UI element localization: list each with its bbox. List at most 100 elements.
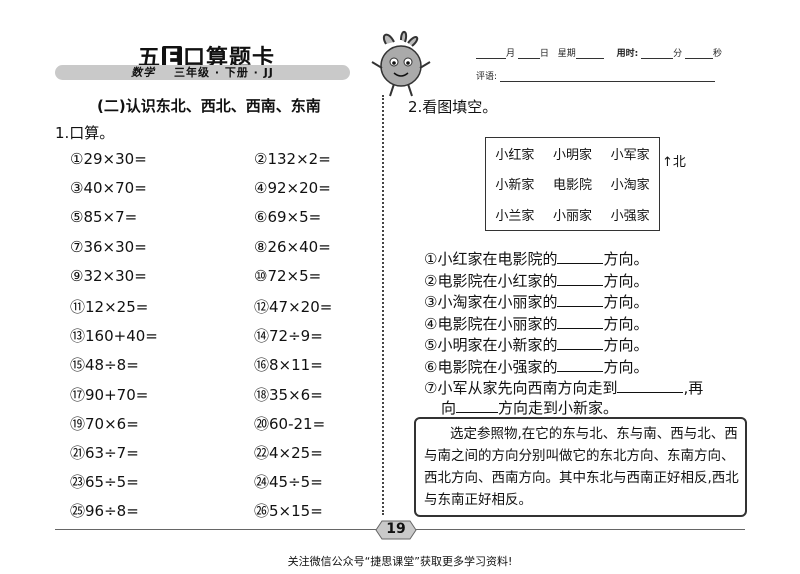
fill-prefix: ⑥电影院在小强家的 (424, 357, 558, 376)
minutes-label: 分 (673, 49, 683, 59)
page-number: 19 (386, 521, 406, 537)
fill-prefix: ②电影院在小红家的 (424, 271, 558, 290)
calc-problem: ⑤85×7= (70, 208, 138, 227)
fill-suffix: 方向。 (603, 271, 649, 290)
q7-line1: ⑦小军从家先向西南方向走到 ,再 (424, 377, 703, 398)
date-fields: 月 日 星期 用时: 分 秒 (476, 46, 722, 59)
north-arrow: ↑北 (662, 155, 686, 170)
fill-blank-item: ⑥电影院在小强家的 方向。 (424, 356, 648, 377)
fill-prefix: ⑤小明家在小新家的 (424, 336, 558, 354)
calc-problem: ⑮48÷8= (70, 356, 139, 375)
page-badge-icon (375, 520, 417, 540)
time-used-label: 用时: (616, 49, 639, 59)
calc-problem: ⑳60-21= (254, 414, 326, 433)
calc-problem: ⑥69×5= (254, 208, 322, 227)
fill-blank-item: ④电影院在小丽家的 方向。 (424, 313, 648, 334)
calc-problem: ⑭72÷9= (254, 327, 323, 346)
map-cell: 小红家 (495, 147, 535, 163)
answer-blank[interactable] (557, 335, 604, 350)
calc-problem: ㉖5×15= (254, 502, 323, 521)
fill-suffix: 方向。 (603, 293, 649, 311)
subject-label: 数学 (131, 66, 156, 79)
month-blank[interactable] (476, 49, 506, 59)
q7-line2: 向 方向走到小新家。 (441, 397, 618, 418)
q7-text-4: 方向走到小新家。 (498, 399, 619, 417)
edition-label: JJ (263, 66, 274, 79)
answer-blank[interactable] (557, 314, 604, 329)
answer-blank[interactable] (557, 249, 604, 264)
map-cell: 小军家 (610, 147, 650, 163)
map-cell: 电影院 (552, 178, 592, 194)
fill-suffix: 方向。 (603, 314, 649, 333)
column-divider (382, 95, 384, 515)
map-cell: 小明家 (552, 147, 592, 163)
dot-sep: · (253, 66, 264, 79)
calc-problem: ⑰90+70= (70, 385, 149, 404)
map-cell: 小丽家 (552, 209, 592, 225)
week-blank[interactable] (575, 49, 604, 59)
calc-problem: ㉓65÷5= (70, 473, 139, 492)
calc-problem: ⑩72×5= (254, 266, 322, 285)
answer-blank[interactable] (557, 292, 604, 307)
day-blank[interactable] (517, 49, 540, 59)
map-cell: 小淘家 (610, 178, 650, 194)
calc-problem: ⑫47×20= (254, 298, 333, 316)
seconds-label: 秒 (713, 49, 723, 59)
dot-sep: · (214, 66, 225, 79)
calc-problem: ③40×70= (70, 179, 147, 198)
calc-problem: ⑦36×30= (70, 237, 147, 256)
fill-blank-item: ③小淘家在小丽家的 方向。 (424, 291, 648, 312)
calc-problem: ⑧26×40= (254, 237, 331, 256)
calc-problem: ㉔45÷5= (254, 473, 323, 492)
minutes-blank[interactable] (641, 49, 674, 59)
fill-prefix: ④电影院在小丽家的 (424, 314, 558, 333)
fill-suffix: 方向。 (603, 336, 649, 354)
q7-blank-1[interactable] (617, 378, 684, 393)
grade-label: 三年级 (173, 66, 210, 79)
map-cell: 小强家 (610, 209, 650, 225)
seconds-blank[interactable] (685, 49, 714, 59)
footer-note: 关注微信公众号“捷思课堂”获取更多学习资料! (287, 555, 513, 568)
title-text-1: 五 (138, 46, 162, 71)
answer-blank[interactable] (557, 357, 604, 372)
q7-blank-2[interactable] (456, 398, 499, 413)
tip-box: 选定参照物,在它的东与北、东与南、西与北、西与南之间的方向分别叫做它的东北方向、… (414, 417, 747, 517)
q7-text-2: ,再 (683, 379, 704, 397)
book-label: 下册 (224, 66, 249, 79)
q7-text-1: ⑦小军从家先向西南方向走到 (424, 379, 618, 397)
calc-problem: ⑱35×6= (254, 385, 323, 404)
comment-blank[interactable] (499, 72, 715, 82)
calc-problem: ㉑63÷7= (70, 444, 139, 462)
calc-problem: ⑬160+40= (70, 327, 158, 346)
fill-prefix: ③小淘家在小丽家的 (424, 293, 558, 311)
month-label: 月 (506, 49, 516, 59)
calc-problem: ㉒4×25= (254, 444, 323, 462)
section-heading: (二)认识东北、西北、西南、东南 (97, 97, 321, 115)
fill-blank-item: ②电影院在小红家的 方向。 (424, 270, 648, 291)
question-2-label: 2.看图填空。 (408, 98, 498, 116)
grade-bar: 数学 三年级 · 下册 · JJ (55, 65, 350, 80)
tip-text: 选定参照物,在它的东与北、东与南、西与北、西与南之间的方向分别叫做它的东北方向、… (424, 426, 739, 508)
answer-blank[interactable] (557, 271, 604, 286)
calc-problem: ①29×30= (70, 150, 147, 168)
title-e-logo: E (162, 46, 183, 71)
calc-problem: ⑲70×6= (70, 414, 139, 433)
comment-label: 评语: (476, 72, 498, 82)
day-label: 日 (539, 49, 549, 59)
map-cell: 小新家 (495, 178, 535, 194)
week-label: 星期 (557, 49, 576, 59)
fill-prefix: ①小红家在电影院的 (424, 250, 558, 268)
fill-suffix: 方向。 (603, 250, 649, 268)
calc-problem: ⑨32×30= (70, 266, 147, 285)
comment-field: 评语: (476, 69, 715, 82)
location-map-grid: 小红家 小明家 小军家小新家 电影院 小淘家小兰家 小丽家 小强家 (485, 137, 660, 231)
calc-problem: ②132×2= (254, 150, 331, 168)
fill-blank-item: ①小红家在电影院的 方向。 (424, 248, 648, 269)
fill-suffix: 方向。 (603, 357, 649, 376)
calc-problem: ④92×20= (254, 179, 331, 198)
calc-problem: ㉕96÷8= (70, 502, 139, 521)
question-1-label: 1.口算。 (55, 124, 115, 142)
calc-problem: ⑯8×11= (254, 356, 323, 375)
q7-text-3: 向 (441, 399, 457, 417)
map-cell: 小兰家 (495, 209, 535, 225)
